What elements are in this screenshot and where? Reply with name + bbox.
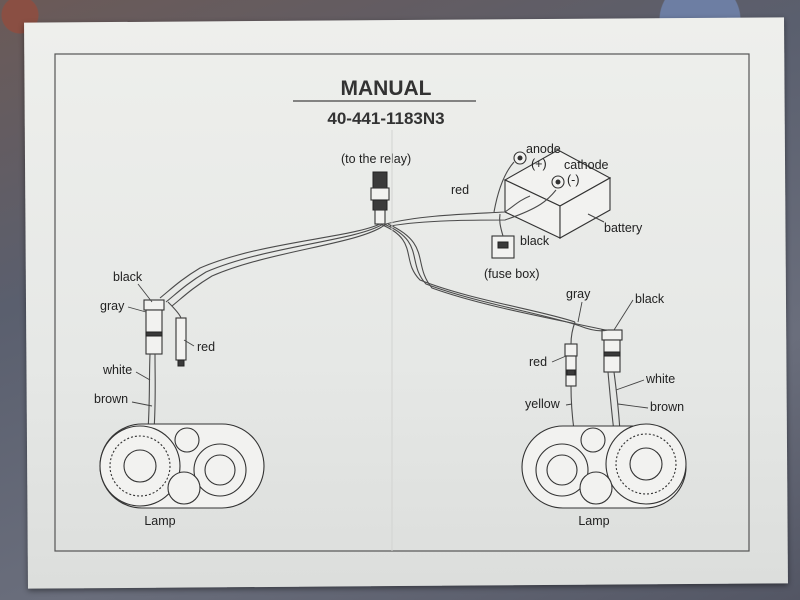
fuse-box-label: (fuse box) (484, 267, 540, 281)
cathode-label: cathode (564, 158, 609, 172)
left-lamp-icon (99, 423, 265, 509)
right-white-label: white (645, 372, 675, 386)
left-leaders (127, 283, 195, 407)
red-top-label: red (451, 183, 469, 197)
fuse-box-icon (491, 235, 515, 259)
right-yellow-label: yellow (525, 397, 561, 411)
wire-harness (159, 161, 606, 331)
relay-label: (to the relay) (341, 152, 411, 166)
battery-icon (503, 149, 612, 239)
right-brown-label: brown (650, 400, 684, 414)
left-lamp-label: Lamp (144, 514, 175, 528)
battery-label: battery (604, 221, 643, 235)
right-red-label: red (529, 355, 547, 369)
diagram-border (54, 53, 750, 552)
black-top-label: black (520, 234, 550, 248)
left-red-label: red (197, 340, 215, 354)
right-black-label: black (635, 292, 665, 306)
left-black-label: black (113, 270, 143, 284)
left-gray-label: gray (100, 299, 125, 313)
right-lamp-icon (521, 423, 687, 509)
relay-connector (370, 171, 390, 225)
right-leaders (551, 299, 649, 409)
anode-label: anode (526, 142, 561, 156)
part-number: 40-441-1183N3 (327, 109, 444, 128)
left-connector (143, 299, 187, 367)
manual-title: MANUAL (341, 77, 432, 100)
anode-sign: (+) (531, 157, 547, 171)
battery-leader (587, 213, 605, 223)
right-connector (564, 329, 623, 387)
right-lamp-label: Lamp (578, 514, 609, 528)
right-gray-label: gray (566, 287, 591, 301)
cathode-sign: (-) (567, 173, 580, 187)
left-white-label: white (102, 363, 132, 377)
left-brown-label: brown (94, 392, 128, 406)
